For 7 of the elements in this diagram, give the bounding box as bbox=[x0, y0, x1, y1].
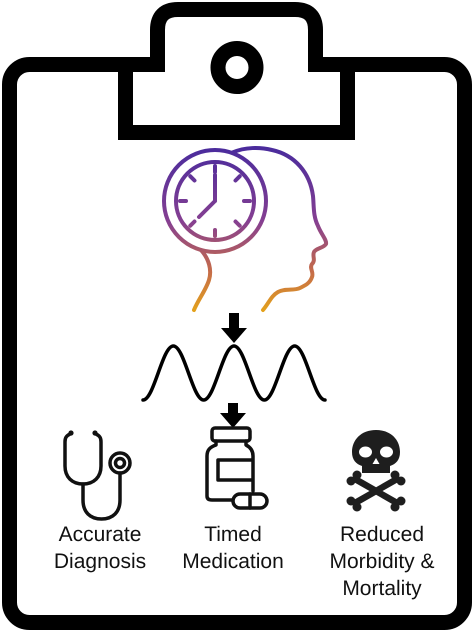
sine-wave bbox=[141, 343, 327, 403]
icon-caption: Accurate Diagnosis bbox=[52, 522, 148, 575]
icon-caption: Timed Medication bbox=[181, 522, 285, 575]
arrow bbox=[220, 403, 246, 428]
icon-caption: Reduced Morbidity & Mortality bbox=[328, 522, 436, 602]
head-clock-illustration bbox=[160, 146, 330, 313]
arrow bbox=[221, 313, 247, 343]
